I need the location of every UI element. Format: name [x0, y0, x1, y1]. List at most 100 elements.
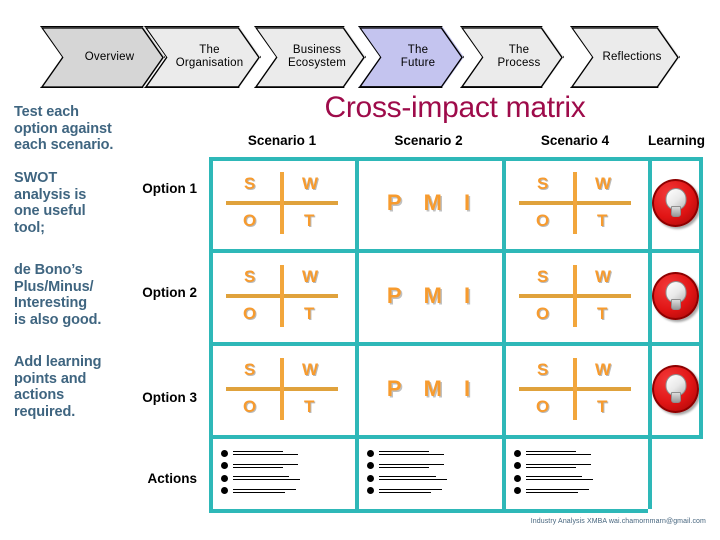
footer-credit: Industry Analysis XMBA wai.chamornmarn@g… [530, 518, 706, 525]
pmi-letter-p: P [386, 282, 402, 308]
bullet-text-placeholder [526, 451, 634, 456]
matrix-cell-r4-c2[interactable] [359, 439, 498, 505]
pmi-letter-i: I [463, 282, 471, 308]
matrix-cell-r4-c3[interactable] [506, 439, 644, 505]
pmi-letter-m: M [423, 282, 442, 308]
action-bullet-item [367, 449, 488, 457]
swot-letter-t: T [304, 396, 315, 416]
swot-letter-s: S [537, 266, 549, 286]
swot-vertical-bar [573, 172, 577, 234]
bullet-text-placeholder [526, 488, 634, 493]
bullet-text-placeholder [233, 488, 341, 493]
grid-line-vertical-3 [648, 157, 652, 509]
pmi-letter-i: I [463, 375, 471, 401]
action-bullet-item [221, 449, 341, 457]
bullet-text-placeholder [379, 451, 488, 456]
matrix-row-label-3: Option 3 [142, 390, 197, 405]
grid-line-horizontal-1 [209, 249, 703, 253]
matrix-row-label-4: Actions [147, 471, 197, 486]
nav-chevron-business-ecosystem[interactable]: Business Ecosystem [254, 26, 366, 88]
swot-letter-t: T [597, 303, 608, 323]
nav-chevron-overview[interactable]: Overview [40, 26, 165, 88]
pmi-letter-p: P [386, 190, 402, 215]
nav-chevron-label: The Process [497, 44, 541, 69]
column-header-1: Scenario 1 [247, 133, 317, 148]
pmi-letter-p: P [386, 375, 402, 401]
matrix-cell-r2-c4[interactable] [652, 253, 699, 338]
pmi-letter-m: M [423, 375, 442, 401]
action-bullet-item [367, 462, 488, 470]
grid-line-vertical-0 [209, 157, 213, 509]
action-bullet-item [221, 487, 341, 495]
swot-vertical-bar [573, 264, 577, 327]
action-bullet-item [221, 462, 341, 470]
nav-chevron-label: Overview [84, 50, 135, 63]
swot-letter-s: S [244, 174, 256, 193]
bullet-text-placeholder [526, 476, 634, 481]
swot-letter-t: T [597, 211, 608, 230]
swot-vertical-bar [280, 172, 284, 234]
matrix-cell-r1-c4[interactable] [652, 161, 699, 245]
column-header-2: Scenario 2 [394, 133, 463, 148]
matrix-column-headers: Scenario 1 Scenario 2 Scenario 4 Learning [209, 133, 706, 151]
nav-chevron-label: The Future [400, 44, 436, 69]
grid-line-horizontal-2 [209, 342, 703, 346]
sidebar-notes: Test each option against each scenario. S… [14, 104, 144, 434]
action-bullet-item [367, 487, 488, 495]
bullet-dot-icon [367, 487, 374, 495]
swot-letter-s: S [244, 266, 256, 286]
bullet-dot-icon [514, 474, 521, 482]
swot-vertical-bar [573, 357, 577, 420]
grid-line-vertical-2 [502, 157, 506, 509]
grid-line-horizontal-4 [209, 509, 648, 513]
action-bullet-item [514, 449, 634, 457]
nav-chevron-the-future[interactable]: The Future [358, 26, 464, 88]
swot-letter-w: W [302, 174, 319, 193]
nav-chevron-label: The Organisation [175, 44, 244, 69]
bullet-dot-icon [367, 462, 374, 470]
action-bullet-item [514, 462, 634, 470]
bullet-dot-icon [514, 449, 521, 457]
pmi-letter-i: I [463, 190, 471, 215]
lightbulb-base-icon [670, 206, 681, 217]
column-header-4: Learning [648, 133, 706, 148]
sidebar-paragraph-2: SWOT analysis is one useful tool; [14, 170, 87, 236]
grid-line-vertical-4 [699, 157, 703, 439]
action-bullet-item [514, 487, 634, 495]
sidebar-paragraph-1: Test each option against each scenario. [14, 104, 114, 153]
column-header-3: Scenario 4 [540, 133, 610, 148]
bullet-text-placeholder [233, 476, 341, 481]
swot-letter-t: T [597, 396, 608, 416]
swot-letter-s: S [244, 359, 256, 379]
pmi-letter-m: M [423, 190, 442, 215]
swot-letter-w: W [302, 266, 319, 286]
matrix-cell-r3-c4[interactable] [652, 346, 699, 431]
bullet-dot-icon [514, 487, 521, 495]
matrix-cell-r4-c1[interactable] [213, 439, 351, 505]
page-title: Cross-impact matrix [324, 91, 586, 124]
bullet-text-placeholder [233, 463, 341, 468]
bullet-text-placeholder [379, 488, 488, 493]
action-bullet-list [213, 439, 351, 505]
grid-line-horizontal-0 [209, 157, 703, 161]
swot-letter-s: S [537, 174, 549, 193]
nav-chevron-reflections[interactable]: Reflections [570, 26, 680, 88]
bullet-text-placeholder [233, 451, 341, 456]
action-bullet-list [359, 439, 498, 505]
nav-chevron-the-process[interactable]: The Process [460, 26, 564, 88]
bullet-dot-icon [367, 474, 374, 482]
